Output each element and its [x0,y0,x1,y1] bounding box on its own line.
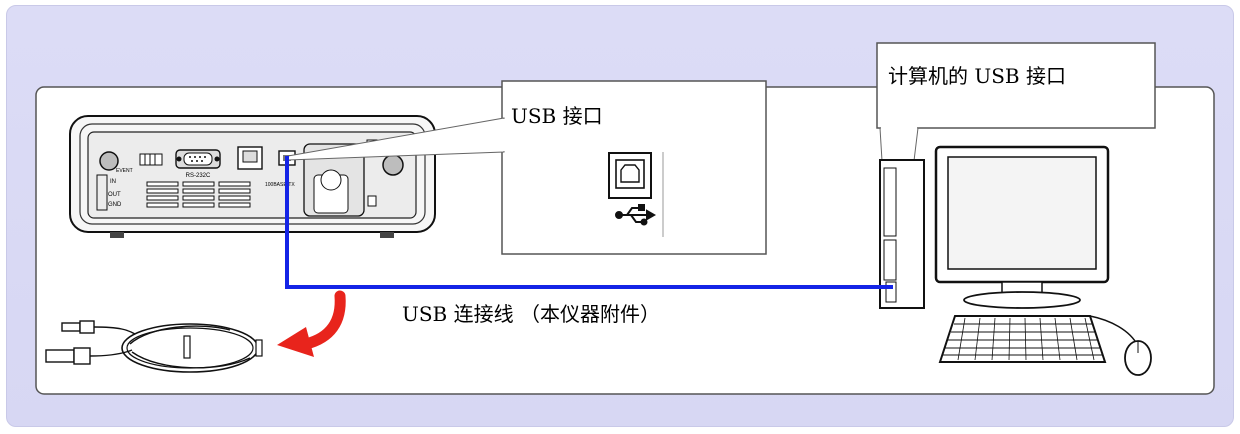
usb-b-port-closeup [608,152,664,237]
computer-keyboard [938,315,1107,363]
usb-port-callout-label: USB 接口 [511,104,603,128]
usb-symbol-icon [615,204,657,226]
usb-cable-caption: USB 连接线 （本仪器附件） [402,302,660,326]
event-out-label: OUT [108,192,121,198]
lan-label: 100BASE-TX [265,182,295,188]
vent-slots [146,181,251,208]
computer-tower [879,159,925,309]
usb-cable-accessory [45,320,263,373]
usb-port-callout [287,80,767,255]
event-label: EVENT [116,168,133,174]
lan-port [237,146,263,170]
red-arrow [277,290,346,357]
rs232c-connector [175,149,221,169]
computer-mouse [1089,315,1152,376]
computer-monitor [934,145,1110,309]
event-in-label: IN [110,179,116,185]
computer-usb-port-label: 计算机的 USB 接口 [888,64,1066,88]
usb-cable-line [285,156,893,289]
event-gnd-label: GND [108,202,122,208]
rs232c-label: RS-232C [186,173,211,179]
instrument-rear-panel: RS-232C 100BASE-TX EVENT IN OUT GND [69,115,436,238]
